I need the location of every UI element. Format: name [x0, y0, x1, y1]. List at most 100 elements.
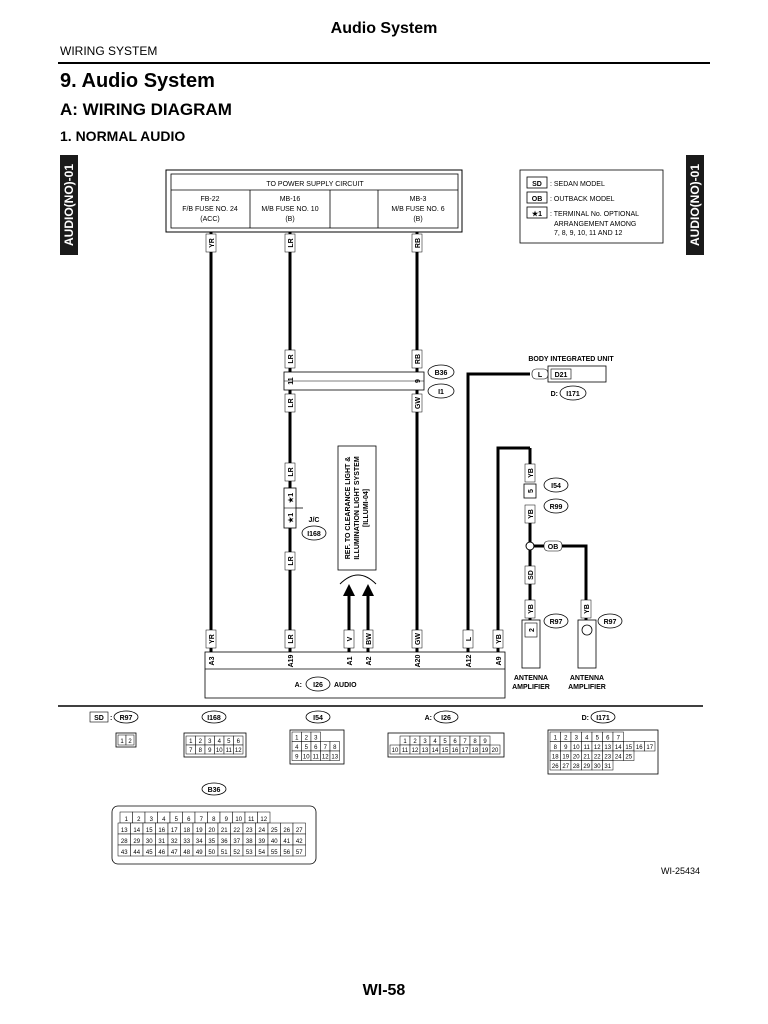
arrow-v	[343, 584, 355, 596]
wire-label-yb-ob-lower: YB	[584, 604, 591, 614]
i26-pin-6: 6	[453, 739, 457, 745]
i168-pin-4: 4	[218, 739, 222, 745]
b36-pin-26: 26	[283, 828, 290, 834]
b36-pin-4: 4	[162, 817, 166, 823]
b36-pin-9: 9	[415, 379, 422, 383]
i54-pin-13: 13	[331, 755, 338, 761]
i171-pin-25: 25	[625, 755, 632, 761]
b36-pin-42: 42	[296, 839, 303, 845]
i168-pin-12: 12	[235, 748, 242, 754]
body-integrated-unit-label: BODY INTEGRATED UNIT	[528, 356, 614, 363]
b36-pin-8: 8	[212, 817, 216, 823]
b36-pin-20: 20	[208, 828, 215, 834]
i168-pin-5: 5	[227, 739, 231, 745]
i171-pin-22: 22	[594, 755, 601, 761]
b36-pin-12: 12	[260, 817, 267, 823]
i171-pin-28: 28	[573, 764, 580, 770]
i171-pin-12: 12	[594, 745, 601, 751]
b36-pin-28: 28	[121, 839, 128, 845]
arrow-bw	[362, 584, 374, 596]
view-r97-label: R97	[120, 715, 133, 722]
side-tab-right: AUDIO(NO)-01	[686, 155, 704, 255]
r97-pin-2: 2	[128, 739, 132, 745]
legend-sd-tag: SD	[532, 181, 542, 188]
connector-i54-r99: YB 5 YB I54 R99	[523, 463, 569, 524]
b36-pin-53: 53	[246, 850, 253, 856]
i26-pin-1: 1	[403, 739, 407, 745]
i26-pin-3: 3	[423, 739, 427, 745]
subsection-a-title: A: WIRING DIAGRAM	[60, 100, 232, 119]
b36-pin-1: 1	[125, 817, 129, 823]
view-i26-label: I26	[441, 715, 451, 722]
audio-pin-a9: A9	[496, 656, 503, 665]
legend-ob-text: : OUTBACK MODEL	[550, 196, 615, 203]
i171-pin-9: 9	[564, 745, 568, 751]
b36-pin-37: 37	[233, 839, 240, 845]
b36-pin-22: 22	[233, 828, 240, 834]
wire-yb	[496, 446, 530, 652]
reference-note-illumination: REF. TO CLEARANCE LIGHT & ILLUMINATION L…	[337, 445, 377, 571]
antenna-amp-sd-l1: ANTENNA	[514, 675, 548, 682]
connector-label-i171: I171	[566, 391, 580, 398]
i171-pin-15: 15	[625, 745, 632, 751]
i54-pin-10: 10	[303, 755, 310, 761]
i26-pin-5: 5	[443, 739, 447, 745]
i171-pin-4: 4	[585, 736, 589, 742]
i171-pin-27: 27	[562, 764, 569, 770]
i171-pin-6: 6	[606, 736, 610, 742]
header-rule	[58, 62, 710, 64]
i168-pin-1: 1	[189, 739, 193, 745]
wire-label-lr-top: LR	[288, 238, 295, 247]
b36-pin-2: 2	[137, 817, 141, 823]
b36-pin-46: 46	[158, 850, 165, 856]
audio-unit-label: AUDIO	[334, 682, 357, 689]
wire-label-l-bottom: L	[466, 636, 473, 641]
i168-pin-9: 9	[208, 748, 212, 754]
wire-label-rb-top: RB	[415, 238, 422, 248]
i171-pin-19: 19	[562, 755, 569, 761]
wire-label-rb-b36-upper: RB	[415, 354, 422, 364]
i54-cell-13	[329, 750, 340, 761]
audio-unit: A3 A19 A1 A2 A20 A12 A9 A: I26 AUDIO	[204, 651, 506, 699]
b36-pin-57: 57	[296, 850, 303, 856]
face-i26-outline	[387, 732, 505, 758]
i171-pin-21: 21	[583, 755, 590, 761]
wire-label-yb-i54-upper: YB	[528, 468, 535, 478]
view-b36-label: B36	[208, 787, 221, 794]
i26-pin-17: 17	[462, 748, 469, 754]
i26-pin-20: 20	[492, 748, 499, 754]
b36-pin-43: 43	[121, 850, 128, 856]
connector-label-d21: D21	[555, 372, 568, 379]
audio-pin-a2: A2	[366, 656, 373, 665]
b36-pin-41: 41	[283, 839, 290, 845]
b36-pin-52: 52	[233, 850, 240, 856]
b36-pin-19: 19	[196, 828, 203, 834]
i171-pin-2: 2	[564, 736, 568, 742]
wire-label-yb-bottom: YB	[496, 634, 503, 644]
b36-pin-38: 38	[246, 839, 253, 845]
antenna-amp-ob-l1: ANTENNA	[570, 675, 604, 682]
i26-pin-2: 2	[413, 739, 417, 745]
subsection-1-title: 1. NORMAL AUDIO	[60, 128, 186, 144]
jc-star-lower: ★1	[287, 513, 295, 523]
fuse-1-id: FB-22	[200, 196, 219, 203]
wire-label-lr-jc-lower: LR	[288, 556, 295, 565]
ref-note-line3: [ILLUMI-04]	[363, 489, 370, 527]
b36-pin-23: 23	[246, 828, 253, 834]
connector-label-r97-ob: R97	[604, 619, 617, 626]
page-header-subtitle: WIRING SYSTEM	[60, 44, 158, 58]
joint-connector-i168: LR ★1 ★1 LR J/C I168	[283, 462, 327, 571]
audio-pin-a1: A1	[347, 656, 354, 665]
i54-pin-12: 12	[322, 755, 329, 761]
view-a-prefix: A:	[425, 715, 432, 722]
i171-pin-17: 17	[646, 745, 653, 751]
page-number: WI-58	[362, 982, 406, 999]
i168-pin-10: 10	[216, 748, 223, 754]
i171-pin-24: 24	[615, 755, 622, 761]
b36-pin-5: 5	[175, 817, 179, 823]
i171-pin-10: 10	[573, 745, 580, 751]
wire-l	[466, 372, 530, 652]
b36-pin-36: 36	[221, 839, 228, 845]
i54-pin-8: 8	[333, 745, 337, 751]
r97-pin-1: 1	[120, 739, 124, 745]
